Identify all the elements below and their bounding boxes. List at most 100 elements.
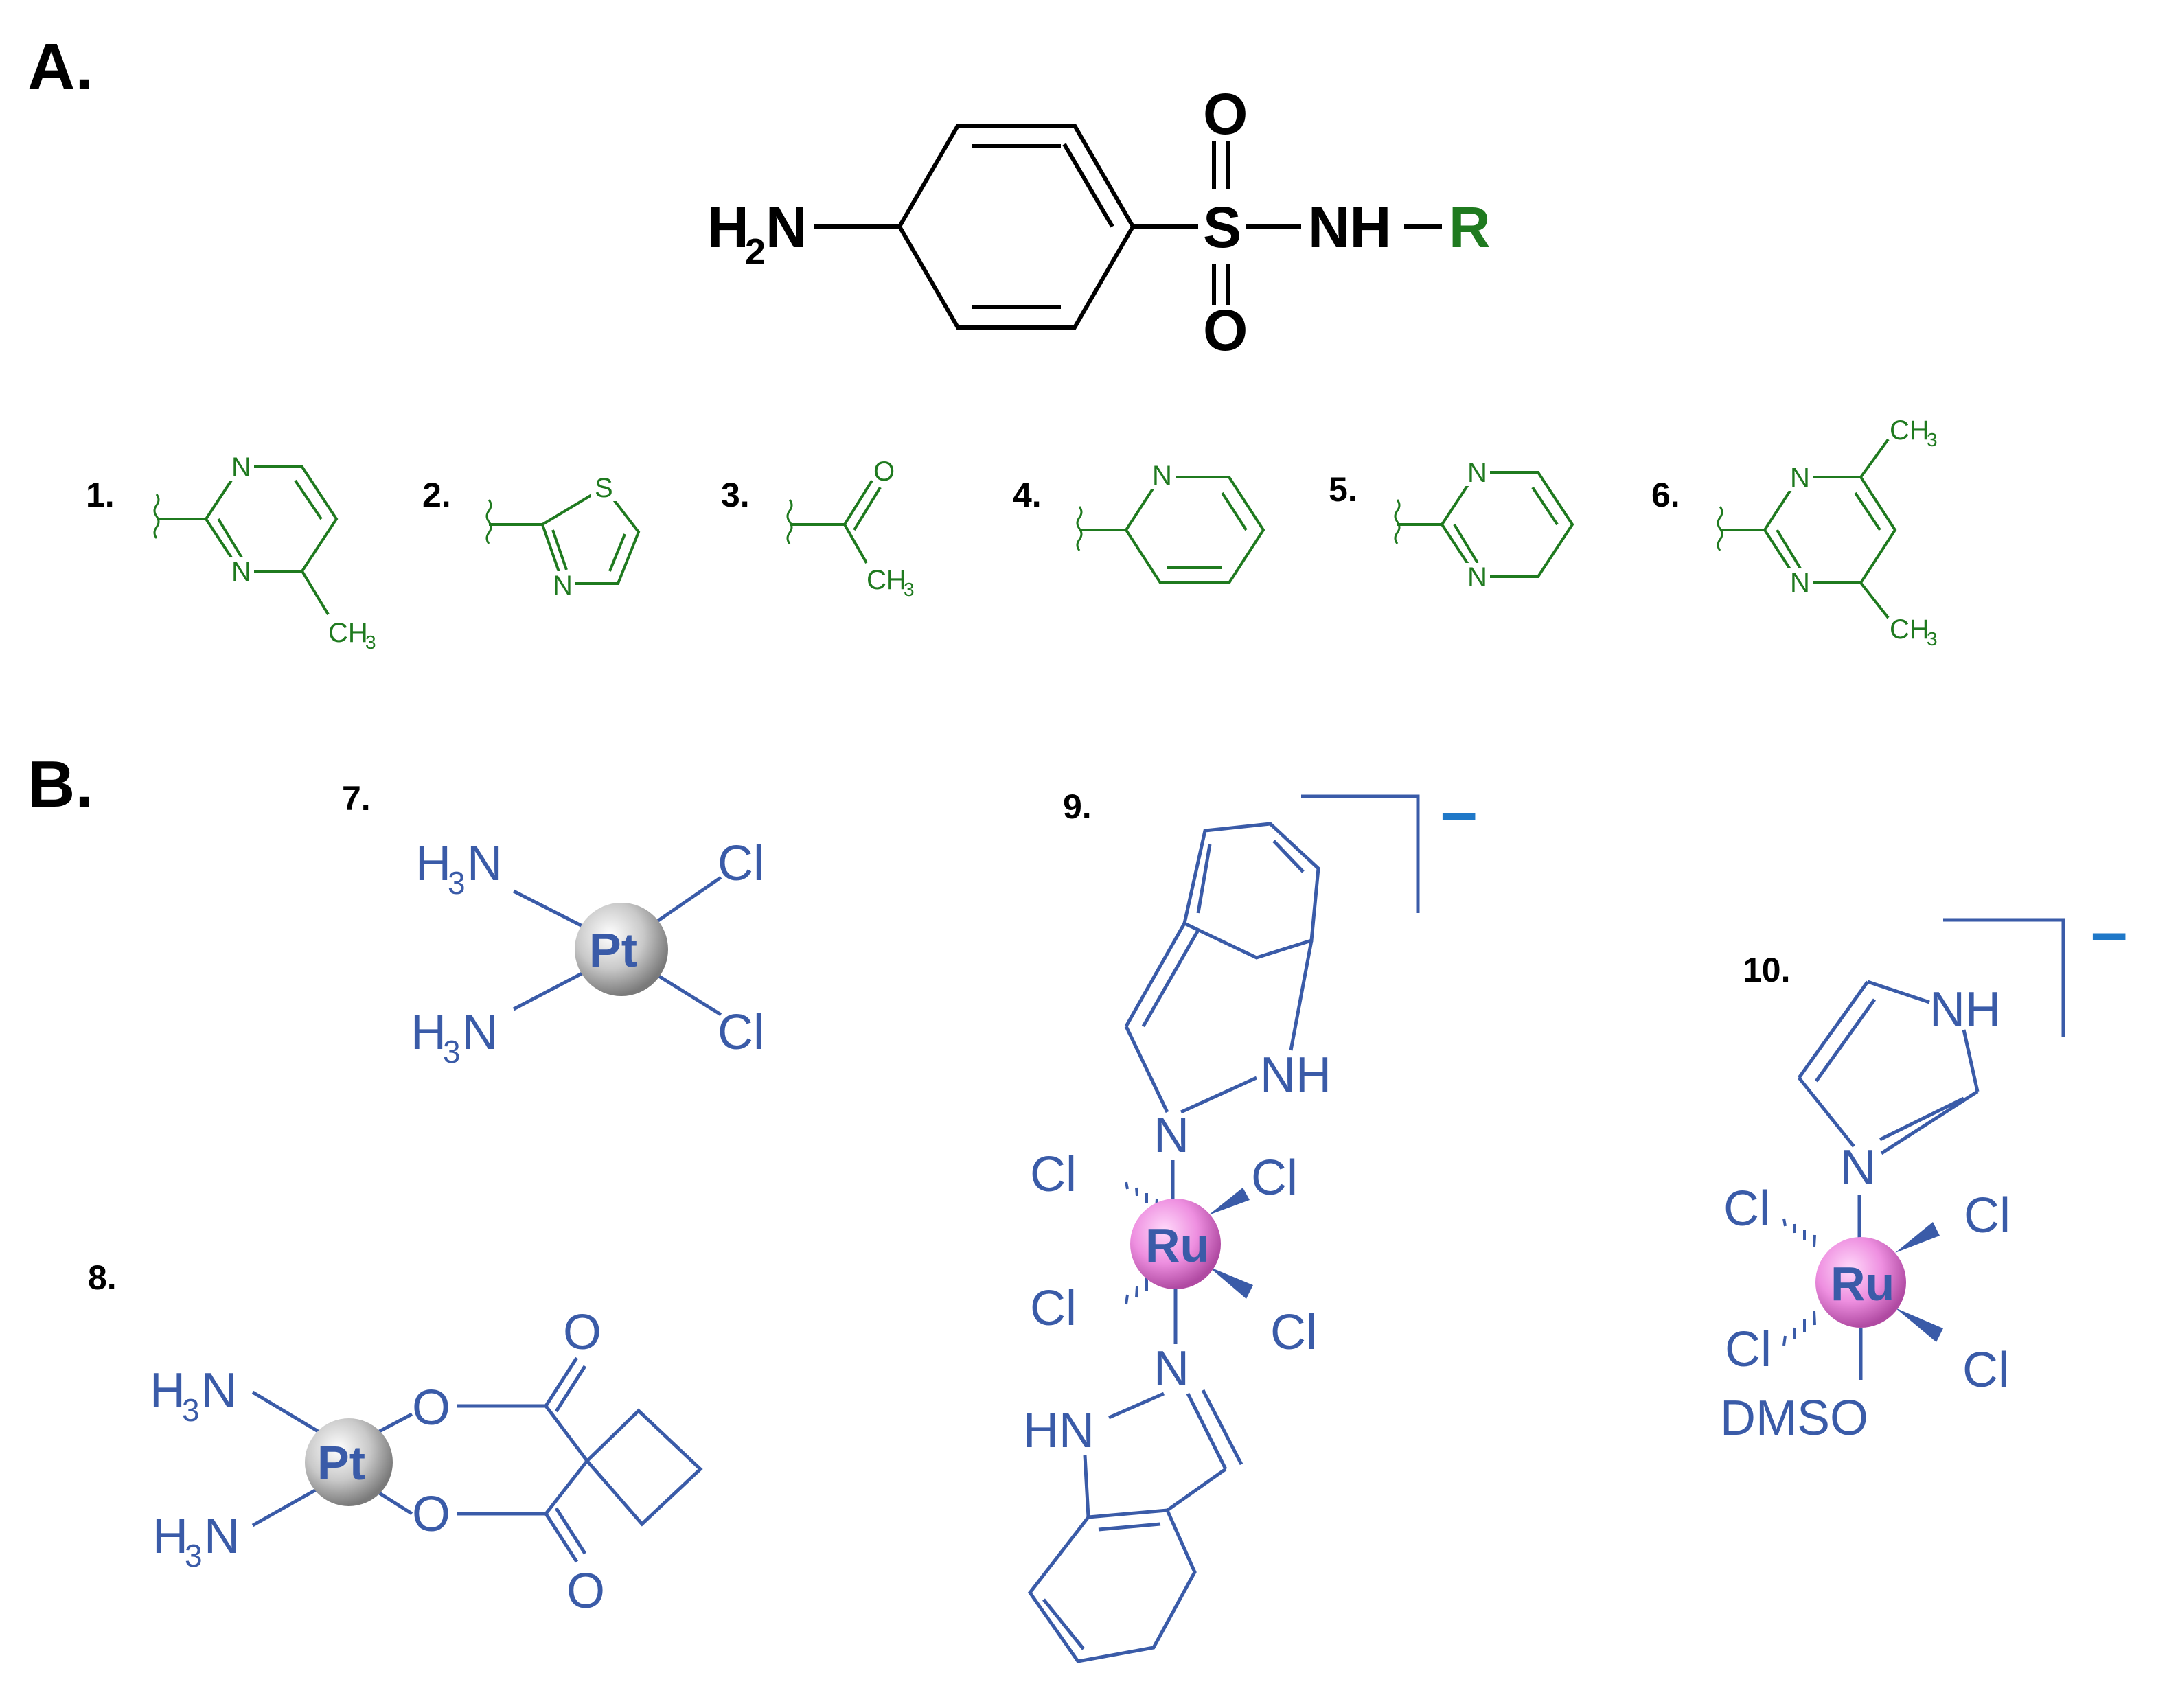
bond-double	[1879, 1096, 1965, 1142]
ring-double	[608, 533, 626, 572]
bond-double	[1141, 929, 1200, 1028]
nh3-b-sub: 3	[185, 1538, 203, 1573]
bond-methyl-bottom	[1859, 581, 1890, 619]
carbonyl-bottom-a	[544, 1512, 579, 1563]
ring-double	[551, 529, 568, 570]
n-top: N	[1154, 1108, 1189, 1163]
bond	[1186, 1392, 1228, 1470]
ring-double	[1854, 492, 1881, 531]
bond-methyl	[301, 570, 330, 616]
panel-label-a: A.	[27, 30, 93, 104]
atom-n: N	[1467, 458, 1487, 488]
methyl: CH	[328, 618, 368, 648]
amine-h: H	[707, 195, 749, 259]
chloride-tr: Cl	[1251, 1151, 1298, 1205]
amine-sub: 2	[745, 231, 766, 273]
complex-number: 8.	[88, 1258, 117, 1297]
ring-double	[1453, 523, 1479, 564]
substituent-6: 6. N N CH 3 CH 3	[1651, 415, 1938, 649]
ring-double-3	[1062, 143, 1114, 228]
carbonyl-bottom-b	[554, 1507, 587, 1555]
charge: –	[1441, 775, 1477, 849]
carbonyl-top-a	[544, 1357, 579, 1407]
substituent-number: 2.	[422, 476, 451, 514]
carbonyl-b	[853, 486, 882, 531]
wedge-bond-tr	[1208, 1188, 1250, 1215]
bond	[1124, 1025, 1169, 1113]
substituent-number: 6.	[1651, 476, 1680, 514]
ring-double	[1098, 1522, 1161, 1532]
substituent-number: 3.	[721, 476, 750, 514]
oxygen-inner-top: O	[412, 1381, 450, 1435]
chloride-bl: Cl	[1030, 1281, 1077, 1336]
substituent-number: 4.	[1013, 476, 1042, 514]
charge-bracket	[1301, 794, 1420, 913]
r-group: R	[1449, 195, 1491, 259]
chloride-a: Cl	[718, 836, 764, 891]
bond-methyl	[843, 524, 868, 564]
chloride-br: Cl	[1270, 1305, 1317, 1360]
substituent-5: 5. N N	[1329, 458, 1574, 592]
bond	[1166, 1467, 1227, 1512]
complex-8: 8. Pt H 3 N H 3 N O O O O	[88, 1258, 703, 1619]
complex-9: 9. – NH N Ru Cl Cl Cl	[1023, 775, 1477, 1663]
bond-n-hn	[1108, 1392, 1165, 1420]
complex-number: 10.	[1743, 951, 1791, 989]
nh3-b-h: H	[152, 1509, 188, 1564]
nh3-a-n: N	[467, 836, 503, 891]
nh3-b-n: N	[462, 1005, 498, 1060]
ring-double	[1042, 1598, 1085, 1650]
ruthenium-atom	[1130, 1199, 1221, 1289]
bond	[1289, 940, 1314, 1051]
methyl-top-sub: 3	[1927, 429, 1938, 450]
metal-label: Ru	[1831, 1257, 1894, 1311]
metal-label: Pt	[589, 923, 637, 977]
panel-label-b: B.	[27, 748, 93, 821]
carbonyl-top-b	[554, 1365, 587, 1413]
carbonyl-a	[843, 479, 873, 526]
methyl-bottom-sub: 3	[1927, 628, 1938, 649]
bond-double	[1201, 1389, 1243, 1466]
methyl-bottom: CH	[1890, 614, 1929, 645]
complex-number: 9.	[1063, 787, 1092, 826]
atom-n: N	[553, 570, 573, 601]
pyrimidine-ring	[1440, 471, 1574, 578]
wedge-bond-tr	[1895, 1222, 1940, 1253]
wavy-bond	[153, 494, 160, 539]
methyl-top: CH	[1890, 415, 1929, 446]
chloride-tl: Cl	[1030, 1147, 1077, 1202]
bond	[1867, 980, 1930, 1004]
charge-bracket	[1943, 918, 2065, 1037]
nh3-a-h: H	[150, 1363, 185, 1418]
bond-double	[1814, 998, 1877, 1083]
hashed-bond-bl	[1782, 1311, 1816, 1346]
nh3-a-n: N	[201, 1363, 237, 1418]
cyclobutane-ring	[584, 1408, 703, 1527]
hn-bottom: HN	[1023, 1403, 1094, 1458]
atom-n: N	[1790, 463, 1810, 493]
substituent-number: 1.	[86, 476, 115, 514]
wavy-bond	[786, 499, 793, 544]
wavy-bond	[485, 499, 492, 544]
sulfonamide-core: H 2 N S O O NH R	[707, 82, 1491, 362]
atom-n: N	[1152, 461, 1172, 491]
bond-c-quat	[544, 1405, 588, 1462]
oxygen-outer-bottom: O	[566, 1564, 605, 1619]
nh-top: NH	[1260, 1048, 1331, 1103]
bond-c-quat	[544, 1459, 588, 1515]
oxygen-inner-bottom: O	[412, 1487, 450, 1542]
bond	[1880, 1089, 1979, 1155]
substituent-4: 4. N	[1013, 461, 1265, 584]
ruthenium-atom	[1815, 1237, 1906, 1328]
metal-label: Ru	[1145, 1219, 1209, 1272]
wedge-bond-br	[1895, 1308, 1943, 1342]
nh3-b-n: N	[204, 1509, 240, 1564]
indazole-benzo-ring	[1027, 1508, 1197, 1663]
atom-o: O	[873, 457, 895, 487]
wavy-bond	[1394, 499, 1401, 544]
oxygen-outer-top: O	[563, 1305, 601, 1360]
chloride-b: Cl	[718, 1005, 764, 1060]
ring-double	[294, 479, 323, 520]
charge: –	[2091, 895, 2127, 969]
